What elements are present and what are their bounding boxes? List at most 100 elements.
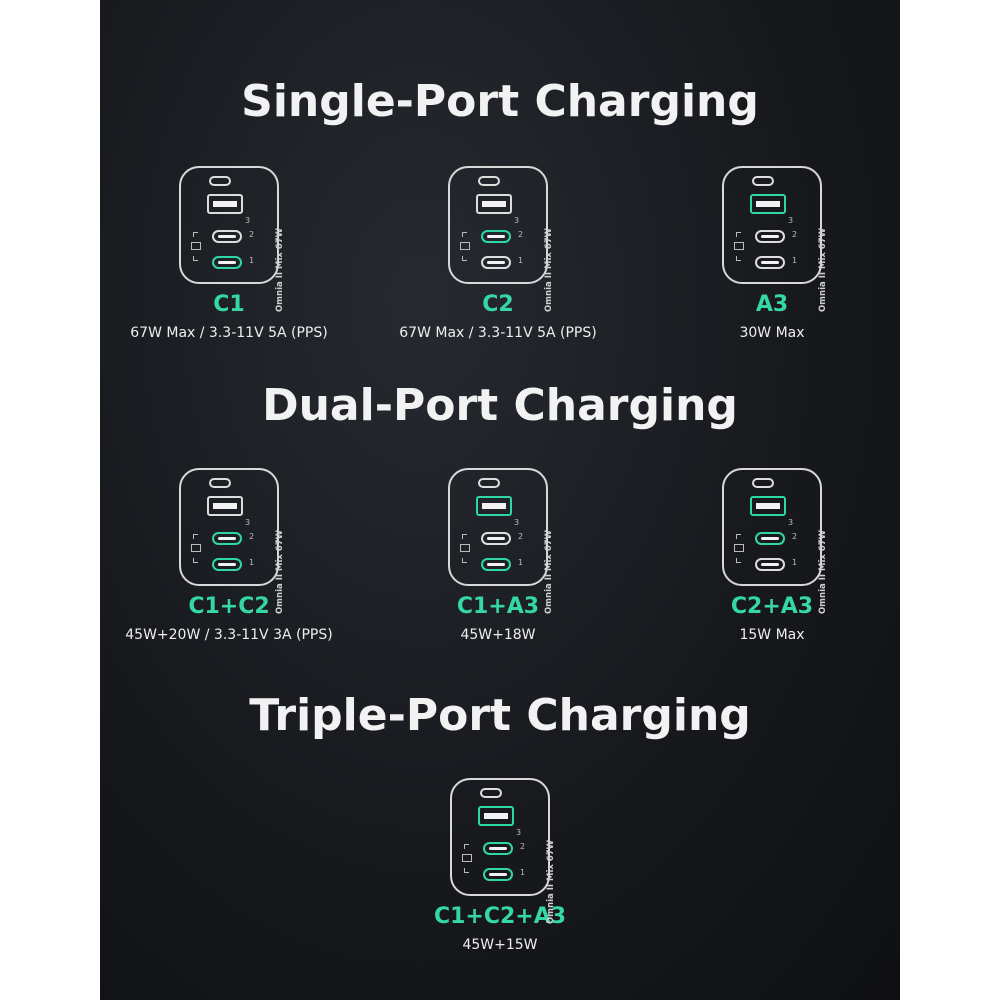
top-usb-c-icon <box>752 478 774 488</box>
power-spec: 45W+15W <box>462 937 538 953</box>
port-number: 3 <box>514 518 520 527</box>
charging-mode-card: 3 2 1 Omnia II Mix 67W C1+C2 45W+20W / 3.3-11… <box>79 468 379 643</box>
usb-c-port-c1 <box>755 558 785 571</box>
usb-c-port-c1 <box>755 256 785 269</box>
power-spec: 30W Max <box>739 325 805 341</box>
brand-label: Omnia II Mix 67W <box>275 530 285 615</box>
top-usb-c-icon <box>752 176 774 186</box>
usb-a-port-a3 <box>207 496 243 516</box>
port-combo-label: C1+C2 <box>188 594 270 619</box>
bracket-mark <box>736 534 741 539</box>
top-usb-c-icon <box>209 478 231 488</box>
port-number: 1 <box>518 558 524 567</box>
port-number: 2 <box>518 532 524 541</box>
section-title: Dual-Port Charging <box>262 380 738 431</box>
port-number: 3 <box>245 518 251 527</box>
usb-c-port-c1 <box>212 558 242 571</box>
laptop-icon <box>734 242 744 250</box>
port-number: 2 <box>249 230 255 239</box>
port-combo-label: C2+A3 <box>730 594 814 619</box>
bracket-mark <box>464 844 469 849</box>
port-number: 1 <box>249 558 255 567</box>
charging-mode-card: 3 2 1 Omnia II Mix 67W C2 67W Max / 3.3-11V 5… <box>348 166 648 341</box>
brand-label: Omnia II Mix 67W <box>818 228 828 313</box>
bracket-mark <box>462 232 467 237</box>
laptop-icon <box>460 544 470 552</box>
port-number: 3 <box>245 216 251 225</box>
usb-a-port-a3 <box>476 496 512 516</box>
port-number: 3 <box>516 828 522 837</box>
top-usb-c-icon <box>478 478 500 488</box>
top-usb-c-icon <box>209 176 231 186</box>
power-spec: 45W+20W / 3.3-11V 3A (PPS) <box>125 627 333 643</box>
charger-diagram: 3 2 1 Omnia II Mix 67W <box>448 468 554 614</box>
laptop-icon <box>191 242 201 250</box>
usb-c-port-c2 <box>481 532 511 545</box>
usb-c-port-c2 <box>212 532 242 545</box>
port-number: 3 <box>514 216 520 225</box>
section-title: Triple-Port Charging <box>249 690 751 741</box>
port-combo-label: C2 <box>482 292 514 317</box>
bracket-mark <box>462 558 467 563</box>
bracket-mark <box>464 868 469 873</box>
usb-a-port-a3 <box>476 194 512 214</box>
power-spec: 15W Max <box>739 627 805 643</box>
bracket-mark <box>193 558 198 563</box>
bracket-mark <box>462 534 467 539</box>
port-combo-label: C1 <box>213 292 245 317</box>
charging-mode-card: 3 2 1 Omnia II Mix 67W C1+A3 45W+18W <box>348 468 648 643</box>
usb-a-port-a3 <box>750 496 786 516</box>
brand-label: Omnia II Mix 67W <box>275 228 285 313</box>
power-spec: 67W Max / 3.3-11V 5A (PPS) <box>130 325 328 341</box>
usb-c-port-c2 <box>481 230 511 243</box>
charger-diagram: 3 2 1 Omnia II Mix 67W <box>448 166 554 312</box>
bracket-mark <box>462 256 467 261</box>
power-spec: 45W+18W <box>460 627 536 643</box>
bracket-mark <box>193 534 198 539</box>
port-combo-label: C1+A3 <box>456 594 540 619</box>
top-usb-c-icon <box>478 176 500 186</box>
usb-c-port-c2 <box>755 230 785 243</box>
port-combo-label: A3 <box>755 292 789 317</box>
usb-c-port-c2 <box>755 532 785 545</box>
laptop-icon <box>462 854 472 862</box>
port-number: 1 <box>792 558 798 567</box>
port-number: 2 <box>249 532 255 541</box>
port-number: 3 <box>788 518 794 527</box>
port-number: 1 <box>249 256 255 265</box>
usb-c-port-c2 <box>212 230 242 243</box>
usb-a-port-a3 <box>478 806 514 826</box>
brand-label: Omnia II Mix 67W <box>544 530 554 615</box>
usb-c-port-c1 <box>483 868 513 881</box>
port-number: 2 <box>792 532 798 541</box>
bracket-mark <box>193 256 198 261</box>
power-spec: 67W Max / 3.3-11V 5A (PPS) <box>399 325 597 341</box>
usb-c-port-c1 <box>481 256 511 269</box>
port-number: 1 <box>518 256 524 265</box>
bracket-mark <box>736 232 741 237</box>
bracket-mark <box>736 558 741 563</box>
port-number: 3 <box>788 216 794 225</box>
usb-c-port-c2 <box>483 842 513 855</box>
port-number: 2 <box>518 230 524 239</box>
laptop-icon <box>460 242 470 250</box>
usb-a-port-a3 <box>207 194 243 214</box>
brand-label: Omnia II Mix 67W <box>546 840 556 925</box>
top-usb-c-icon <box>480 788 502 798</box>
port-number: 2 <box>520 842 526 851</box>
usb-a-port-a3 <box>750 194 786 214</box>
bracket-mark <box>193 232 198 237</box>
usb-c-port-c1 <box>481 558 511 571</box>
section-title: Single-Port Charging <box>241 76 759 127</box>
bracket-mark <box>736 256 741 261</box>
laptop-icon <box>734 544 744 552</box>
port-number: 1 <box>520 868 526 877</box>
port-combo-label: C1+C2+A3 <box>433 904 567 929</box>
port-number: 1 <box>792 256 798 265</box>
usb-c-port-c1 <box>212 256 242 269</box>
brand-label: Omnia II Mix 67W <box>544 228 554 313</box>
